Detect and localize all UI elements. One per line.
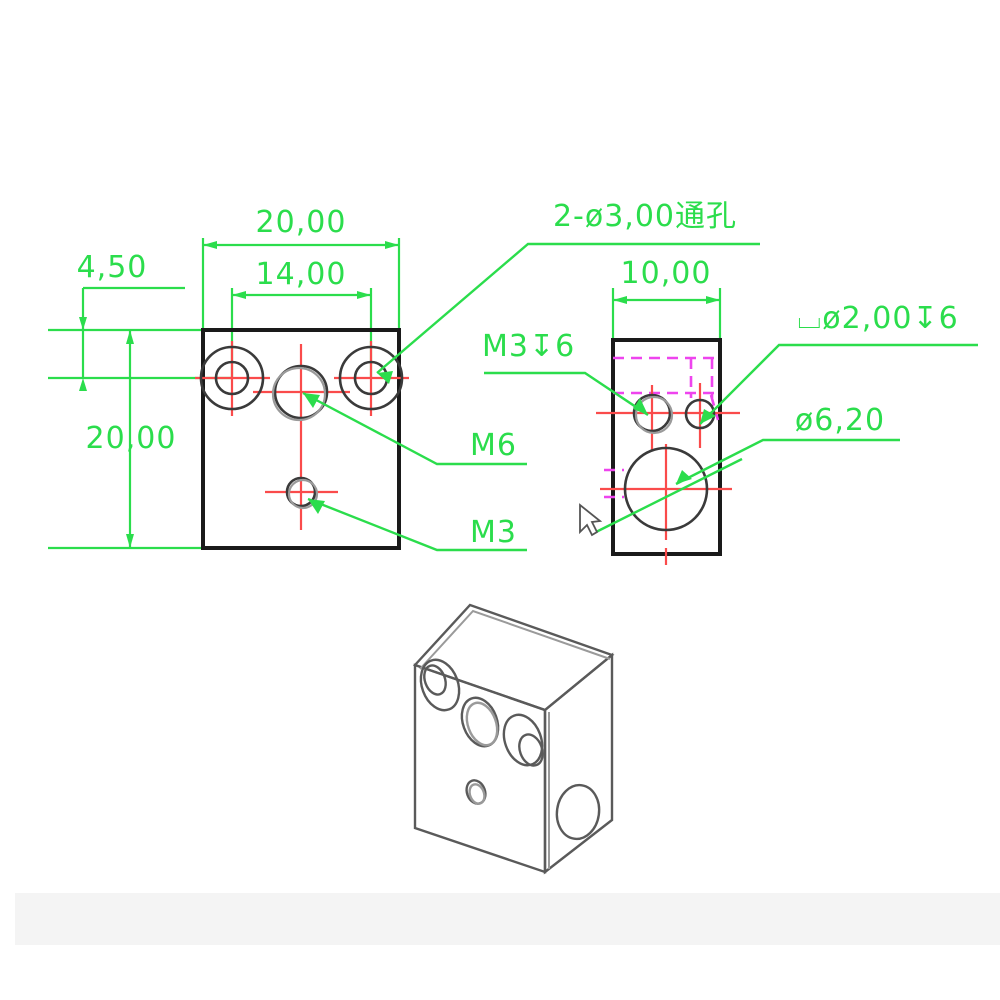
dim-front-height: 20,00 bbox=[86, 421, 177, 456]
side-view-arrowheads bbox=[613, 296, 720, 304]
front-view-dimension-lines bbox=[48, 238, 401, 550]
bore-leader-arrow bbox=[676, 470, 692, 484]
side-view-dimension-lines bbox=[611, 288, 722, 340]
iso-hole-right-inner bbox=[518, 733, 544, 767]
hole-right-outer bbox=[338, 345, 404, 411]
note-m3: M3 bbox=[470, 515, 517, 550]
m6-leader-arrow bbox=[303, 393, 320, 408]
hole-left-outer bbox=[199, 345, 265, 411]
counterbore-leader-line bbox=[699, 343, 978, 425]
front-view-group: 20,00 14,00 4,50 20,00 bbox=[48, 205, 760, 552]
iso-hole-center-m6-thread bbox=[465, 701, 499, 747]
m3-depth-leader-line bbox=[484, 371, 649, 416]
dim-front-edge-offset: 4,50 bbox=[77, 250, 148, 285]
side-hole-through bbox=[684, 398, 716, 430]
front-view-outline bbox=[201, 328, 401, 550]
m3-leader-line bbox=[307, 497, 527, 552]
side-view-hidden-lines bbox=[604, 356, 720, 499]
iso-hole-bottom-m3-thread bbox=[468, 783, 486, 805]
note-counterbore: ⌴ø2,00↧6 bbox=[797, 301, 958, 336]
note-through-holes: 2-ø3,00通孔 bbox=[553, 199, 737, 234]
hole-left-inner bbox=[214, 360, 250, 396]
footer-band bbox=[15, 893, 1000, 945]
dim-front-hole-spacing: 14,00 bbox=[256, 257, 347, 292]
dim-front-width: 20,00 bbox=[256, 205, 347, 240]
through-holes-leader-line bbox=[376, 242, 760, 374]
hole-bottom-m3-thread bbox=[287, 478, 319, 510]
dim-side-depth: 10,00 bbox=[621, 256, 712, 291]
side-view-group: 10,00 2-ø3,0 bbox=[482, 199, 978, 565]
iso-right-face bbox=[543, 652, 614, 875]
note-m3-depth: M3↧6 bbox=[482, 329, 575, 364]
hole-center-m6-outer bbox=[273, 364, 329, 420]
mouse-pointer-icon bbox=[579, 503, 603, 537]
note-bore: ø6,20 bbox=[795, 403, 885, 438]
iso-hole-left-inner bbox=[423, 664, 447, 696]
front-view-arrowheads bbox=[79, 241, 399, 548]
isometric-view-group bbox=[412, 603, 615, 875]
hole-center-m6-thread bbox=[271, 366, 327, 422]
m3-depth-leader-arrow bbox=[633, 398, 648, 415]
iso-front-holes bbox=[419, 658, 544, 805]
m3-leader-arrow bbox=[308, 499, 325, 514]
bore-leader-line bbox=[675, 438, 900, 486]
bore-cross-leader-line bbox=[591, 457, 743, 536]
side-view-holes bbox=[623, 393, 716, 532]
counterbore-leader-arrow bbox=[700, 409, 716, 424]
iso-hole-bore-620 bbox=[555, 783, 601, 841]
front-view-centerlines bbox=[195, 341, 409, 530]
hole-bottom-m3-outer bbox=[285, 476, 317, 508]
side-hole-m3-thread bbox=[634, 395, 674, 435]
side-hole-m3-outer bbox=[632, 393, 672, 433]
note-m6: M6 bbox=[470, 428, 517, 463]
iso-hole-left-outer bbox=[419, 658, 461, 712]
m6-leader-line bbox=[302, 391, 527, 466]
side-hole-bore-620 bbox=[623, 446, 709, 532]
through-holes-leader-arrow bbox=[377, 371, 393, 384]
iso-top-bevel bbox=[419, 609, 611, 670]
